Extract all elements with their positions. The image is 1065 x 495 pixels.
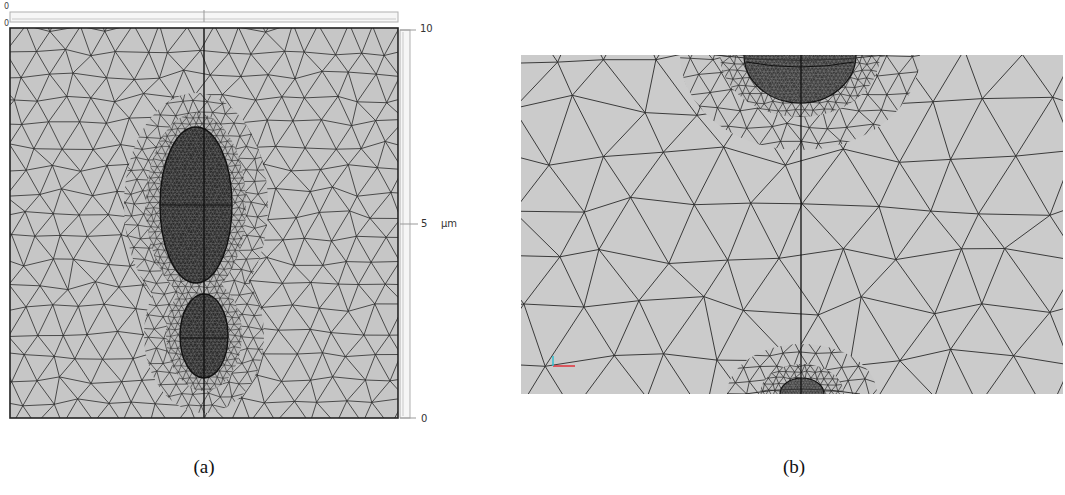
mesh-lines (10, 28, 398, 418)
ruler-origin: 0 (4, 20, 9, 28)
ruler-origin: 0 (4, 3, 9, 11)
mesh-lines (705, 55, 900, 135)
mesh-lines (521, 55, 1063, 394)
mesh-panel-a (10, 28, 398, 418)
mesh-panel-b (521, 55, 1063, 394)
mesh-lines (150, 118, 249, 390)
ruler-value: 5 (421, 219, 427, 229)
ruler-unit: μm (441, 219, 457, 229)
panel-label: (a) (193, 457, 214, 476)
panel-label: (b) (783, 457, 805, 476)
ruler-value: 10 (420, 24, 433, 34)
ruler-value: 0 (421, 414, 427, 424)
mesh-lines (772, 372, 837, 394)
